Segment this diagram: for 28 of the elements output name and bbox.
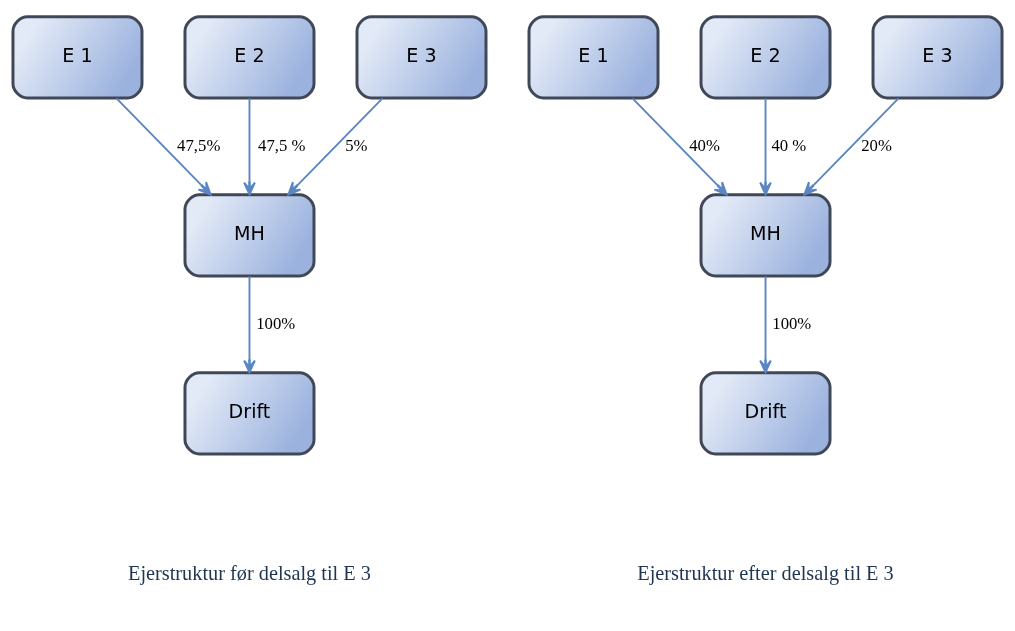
arrow: [115, 96, 212, 195]
node-box: E 3: [355, 14, 488, 99]
node-box: Drift: [699, 370, 832, 455]
edge-label: 47,5 %: [258, 135, 306, 155]
edge-label: 20%: [861, 135, 892, 155]
arrow: [759, 274, 772, 373]
edge-label: 100%: [772, 313, 812, 333]
node-box: Drift: [183, 370, 316, 455]
node-box: E 2: [699, 14, 832, 99]
edge-label: 5%: [345, 135, 368, 155]
node-box: MH: [699, 192, 832, 277]
node-box: E 3: [871, 14, 1004, 99]
label: Ejerstruktur før delsalg til E 3: [128, 561, 371, 584]
arrow: [631, 96, 728, 195]
arrow: [243, 274, 256, 373]
label: Ejerstruktur efter delsalg til E 3: [637, 561, 894, 584]
edge-label: 100%: [256, 313, 296, 333]
edge-label: 40 %: [771, 135, 807, 155]
node-box: MH: [183, 192, 316, 277]
arrow: [243, 96, 256, 195]
arrow: [803, 96, 900, 195]
node-box: E 1: [11, 14, 144, 99]
edge-label: 47,5%: [177, 135, 221, 155]
node-box: E 2: [183, 14, 316, 99]
node-box: E 1: [527, 14, 660, 99]
arrow: [759, 96, 772, 195]
edge-label: 40%: [689, 135, 720, 155]
arrow: [287, 96, 384, 195]
